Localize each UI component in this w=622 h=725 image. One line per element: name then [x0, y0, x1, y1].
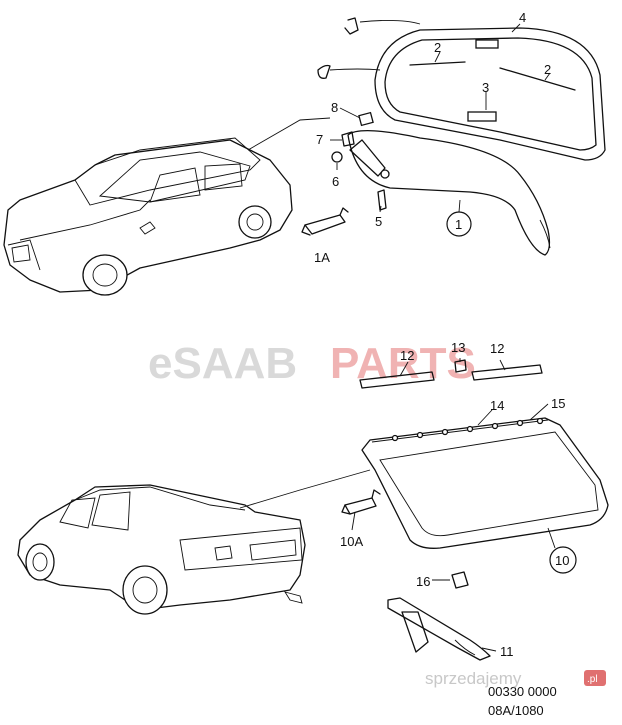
callout-16: 16	[416, 574, 430, 589]
callout-13: 13	[451, 340, 465, 355]
site-logo: sprzedajemy .pl	[425, 669, 606, 688]
callout-15: 15	[551, 396, 565, 411]
leaders-upper	[330, 23, 551, 213]
leader-car-to-windscreen	[239, 469, 371, 509]
drawing-number: 00330 0000	[488, 684, 557, 699]
callout-14: 14	[490, 398, 504, 413]
drawing-revision: 08A/1080	[488, 703, 544, 718]
drawing-codes: 00330 0000 08A/1080	[488, 684, 557, 718]
callouts-upper: 4 2 2 3 8 7 6 5 1 1A	[314, 10, 551, 265]
watermark: eSAAB PARTS	[148, 339, 476, 388]
callout-2-left: 2	[434, 40, 441, 55]
leader-car-to-window	[247, 117, 331, 151]
callout-6: 6	[332, 174, 339, 189]
callout-12-right: 12	[490, 341, 504, 356]
callout-11: 11	[500, 644, 514, 659]
site-logo-badge	[584, 670, 606, 686]
callout-10a: 10A	[340, 534, 363, 549]
site-logo-text: sprzedajemy	[425, 669, 522, 688]
callout-circle-10	[549, 546, 577, 574]
rear-windscreen-parts-lower	[341, 359, 609, 661]
car-rear-view	[17, 484, 306, 615]
callout-8: 8	[331, 100, 338, 115]
leaders-lower	[351, 358, 556, 652]
callout-1: 1	[455, 217, 462, 232]
callouts-lower: 12 13 12 14 15 10 10A 16 11	[340, 340, 569, 659]
callout-5: 5	[375, 214, 382, 229]
callout-10: 10	[555, 553, 569, 568]
callout-7: 7	[316, 132, 323, 147]
watermark-esaab: eSAAB	[148, 339, 297, 388]
site-logo-suffix: .pl	[587, 674, 598, 685]
callout-4: 4	[519, 10, 526, 25]
callout-2-right: 2	[544, 62, 551, 77]
callout-12-left: 12	[400, 348, 414, 363]
watermark-parts: PARTS	[330, 339, 476, 388]
rear-window-parts-upper	[301, 17, 606, 256]
callout-3: 3	[482, 80, 489, 95]
car-front-view	[3, 137, 293, 296]
callout-1a: 1A	[314, 250, 330, 265]
